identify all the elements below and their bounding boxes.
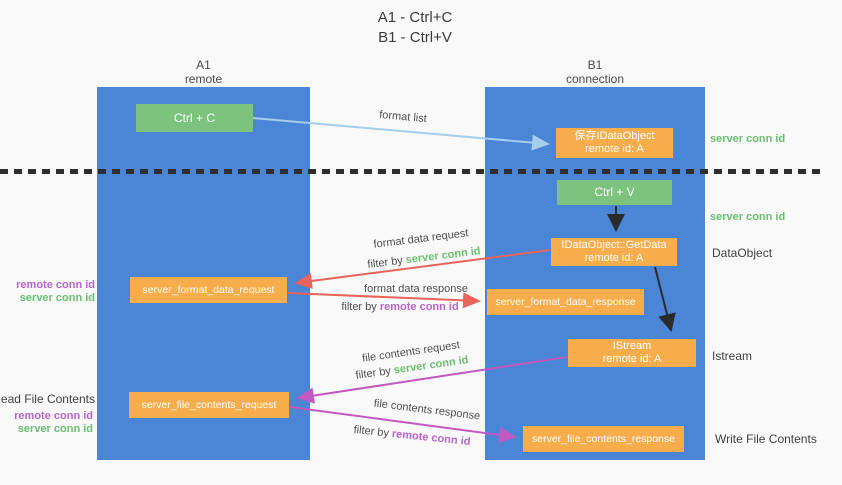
node-idataobject-getdata-line1: IDataObject::GetData	[561, 239, 667, 251]
right-label-server-conn-id-1: server conn id	[710, 133, 786, 145]
node-istream-line2: remote id: A	[602, 353, 662, 365]
lifeline-header-a1: A1 remote	[97, 58, 310, 86]
right-label-dataobject: DataObject	[712, 246, 773, 260]
diagram-title: A1 - Ctrl+C B1 - Ctrl+V	[300, 8, 530, 48]
right-label-server-conn-id-2: server conn id	[710, 211, 786, 223]
lifeline-a1-name: A1	[196, 58, 211, 72]
node-ctrl-c-label: Ctrl + C	[173, 110, 215, 125]
node-idataobject-getdata-line2: remote id: A	[584, 252, 644, 264]
node-save-idataobject-line1: 保存IDataObject	[574, 130, 655, 142]
node-ctrl-v: Ctrl + V	[557, 180, 672, 205]
lifeline-header-b1: B1 connection	[485, 58, 705, 86]
node-server-file-contents-response-label: server_file_contents_response	[531, 432, 675, 445]
filter-by-text: filter by	[353, 423, 390, 440]
label-filter-by-remote-conn-id-1: filter by remote conn id	[341, 301, 458, 313]
remote-conn-id-text: remote conn id	[379, 301, 459, 313]
remote-conn-id-text: remote conn id	[391, 427, 471, 449]
title-line-2: B1 - Ctrl+V	[378, 29, 452, 46]
left-label-remote-conn-id-1: remote conn id	[16, 279, 95, 291]
node-server-file-contents-request-label: server_file_contents_request	[141, 398, 277, 411]
lifeline-b1-name: B1	[587, 58, 603, 72]
node-ctrl-v-label: Ctrl + V	[594, 185, 635, 199]
node-ctrl-c: Ctrl + C	[136, 104, 253, 132]
node-save-idataobject-line2: remote id: A	[585, 143, 644, 155]
node-idataobject-getdata: IDataObject::GetData remote id: A	[551, 238, 677, 266]
label-file-contents-response: file contents response	[373, 397, 481, 423]
right-label-write-file-contents: Write File Contents	[715, 432, 817, 446]
node-server-file-contents-request: server_file_contents_request	[129, 392, 289, 418]
node-istream: IStream remote id: A	[568, 339, 696, 367]
server-conn-id-text: server conn id	[405, 245, 482, 267]
node-server-format-data-request: server_format_data_request	[130, 277, 287, 303]
node-server-format-data-response-label: server_format_data_response	[495, 295, 636, 308]
label-format-data-response: format data response	[364, 283, 468, 295]
node-server-format-data-response: server_format_data_response	[487, 289, 644, 315]
filter-by-text: filter by	[341, 301, 377, 313]
node-server-file-contents-response: server_file_contents_response	[523, 426, 684, 452]
lifeline-a1-role: remote	[184, 72, 223, 86]
left-label-server-conn-id-2: server conn id	[17, 423, 93, 435]
left-label-remote-conn-id-2: remote conn id	[14, 410, 93, 422]
node-server-format-data-request-label: server_format_data_request	[142, 283, 275, 296]
label-filter-by-remote-conn-id-2: filter by remote conn id	[353, 424, 471, 448]
filter-by-text: filter by	[366, 254, 404, 271]
lifeline-b1-role: connection	[565, 72, 625, 86]
left-label-server-conn-id-1: server conn id	[19, 292, 95, 304]
node-istream-line1: IStream	[612, 340, 652, 352]
node-save-idataobject: 保存IDataObject remote id: A	[556, 128, 673, 158]
dotted-divider-line	[0, 169, 822, 174]
right-label-istream: Istream	[712, 349, 753, 363]
filter-by-text: filter by	[354, 365, 392, 382]
left-label-read-file-contents: Read File Contents	[0, 392, 95, 406]
title-line-1: A1 - Ctrl+C	[377, 9, 453, 26]
label-format-list: format list	[378, 108, 428, 126]
